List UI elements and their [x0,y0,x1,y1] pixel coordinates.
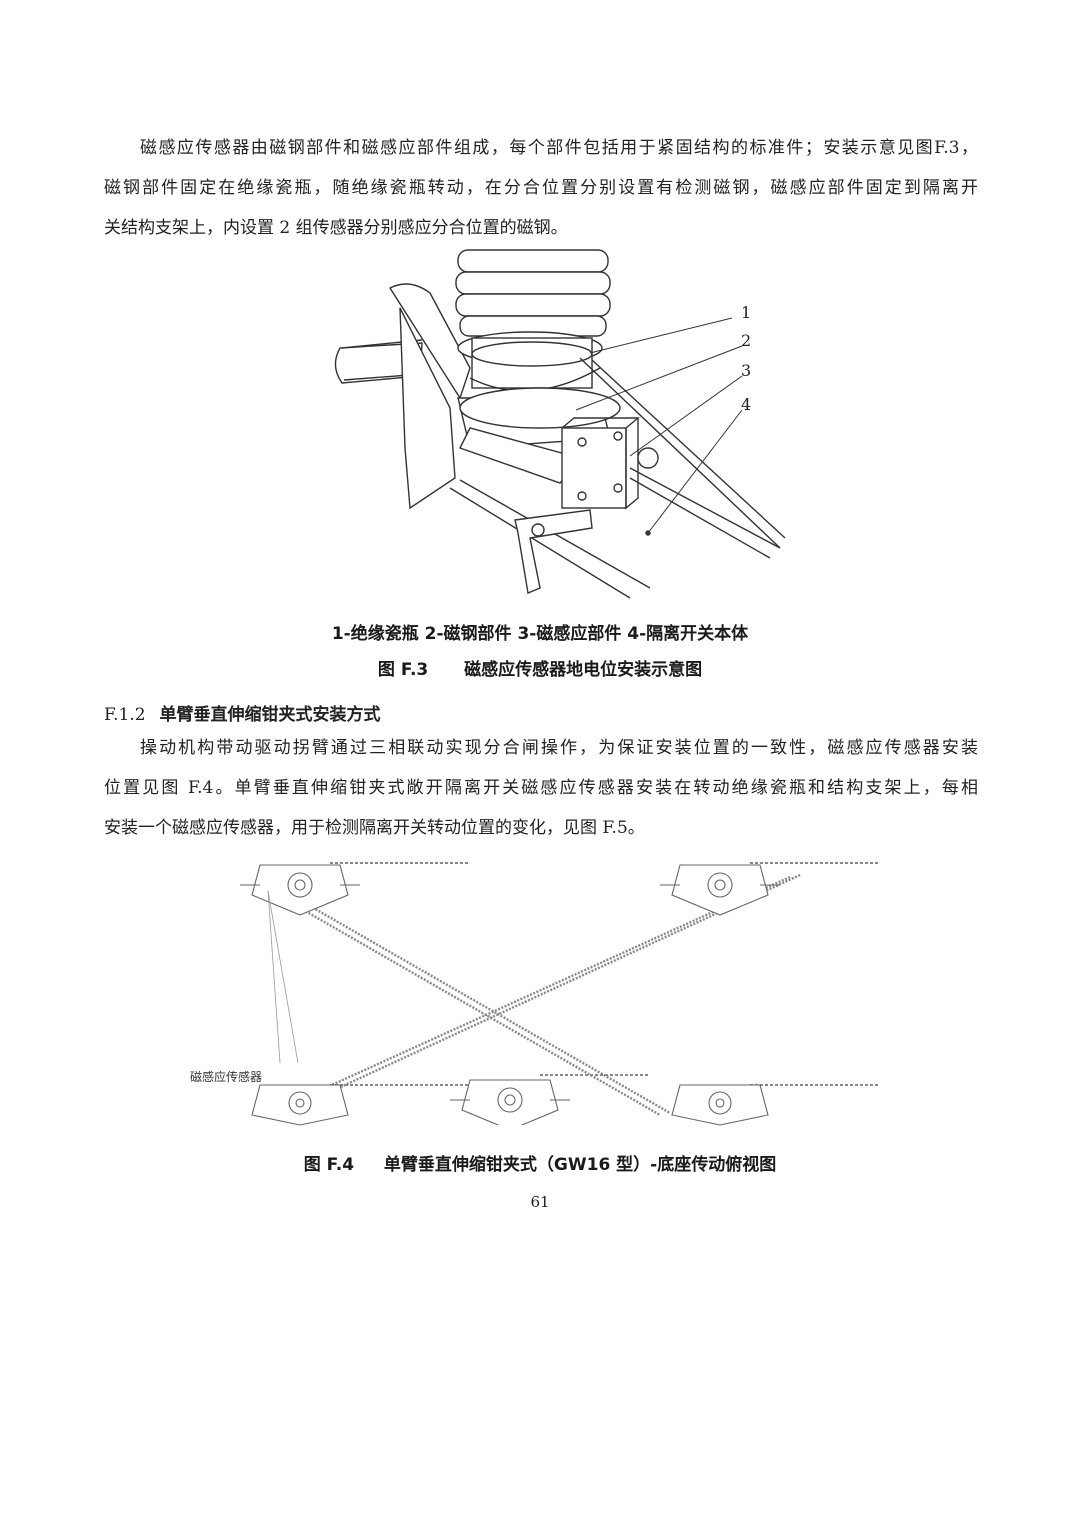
callout-1: 1 [741,303,752,322]
para1-line-3: 关结构支架上，内设置 2 组传感器分别感应分合位置的磁钢。 [104,218,568,238]
figure-f3-caption-text: 磁感应传感器地电位安装示意图 [464,660,703,680]
figure-f4-caption-number: 图 F.4 [303,1155,355,1175]
callout-4: 4 [741,395,752,414]
intro-paragraph: 磁感应传感器由磁钢部件和磁感应部件组成，每个部件包括用于紧固结构的标准件；安装示… [104,128,978,248]
page-number: 61 [530,1193,550,1211]
section-title: 单臂垂直伸缩钳夹式安装方式 [159,705,381,725]
figure-f4-lower-drawing [251,1084,769,1126]
para1-line-1: 磁感应传感器由磁钢部件和磁感应部件组成，每个部件包括用于紧固结构的标准件；安装示… [140,138,978,158]
figure-f4-drawing [240,862,880,1125]
para2-line-3: 安装一个磁感应传感器，用于检测隔离开关转动位置的变化，见图 F.5。 [104,818,645,838]
figure-f3-drawing [334,249,786,599]
callout-3: 3 [741,361,752,380]
para2-line-1: 操动机构带动驱动拐臂通过三相联动实现分合闸操作，为保证安装位置的一致性，磁感应传… [140,738,978,758]
section-heading: F.1.2 单臂垂直伸缩钳夹式安装方式 [104,700,381,725]
figure-f3-caption-number: 图 F.3 [377,660,429,680]
section-paragraph: 操动机构带动驱动拐臂通过三相联动实现分合闸操作，为保证安装位置的一致性，磁感应传… [104,728,978,848]
figure-f3-legend: 1-绝缘瓷瓶 2-磁钢部件 3-磁感应部件 4-隔离开关本体 [331,624,749,644]
section-number: F.1.2 [104,705,146,725]
figure-f3-caption: 图 F.3 磁感应传感器地电位安装示意图 [0,655,1080,680]
figure-f4-caption-text: 单臂垂直伸缩钳夹式（GW16 型）-底座传动俯视图 [383,1155,777,1175]
para2-line-2: 位置见图 F.4。单臂垂直伸缩钳夹式敞开隔离开关磁感应传感器安装在转动绝缘瓷瓶和… [104,778,978,798]
sensor-label: 磁感应传感器 [190,1070,263,1084]
figure-f4-caption: 图 F.4 单臂垂直伸缩钳夹式（GW16 型）-底座传动俯视图 [0,1150,1080,1175]
callout-2: 2 [741,331,752,350]
para1-line-2: 磁钢部件固定在绝缘瓷瓶，随绝缘瓷瓶转动，在分合位置分别设置有检测磁钢，磁感应部件… [104,178,978,198]
